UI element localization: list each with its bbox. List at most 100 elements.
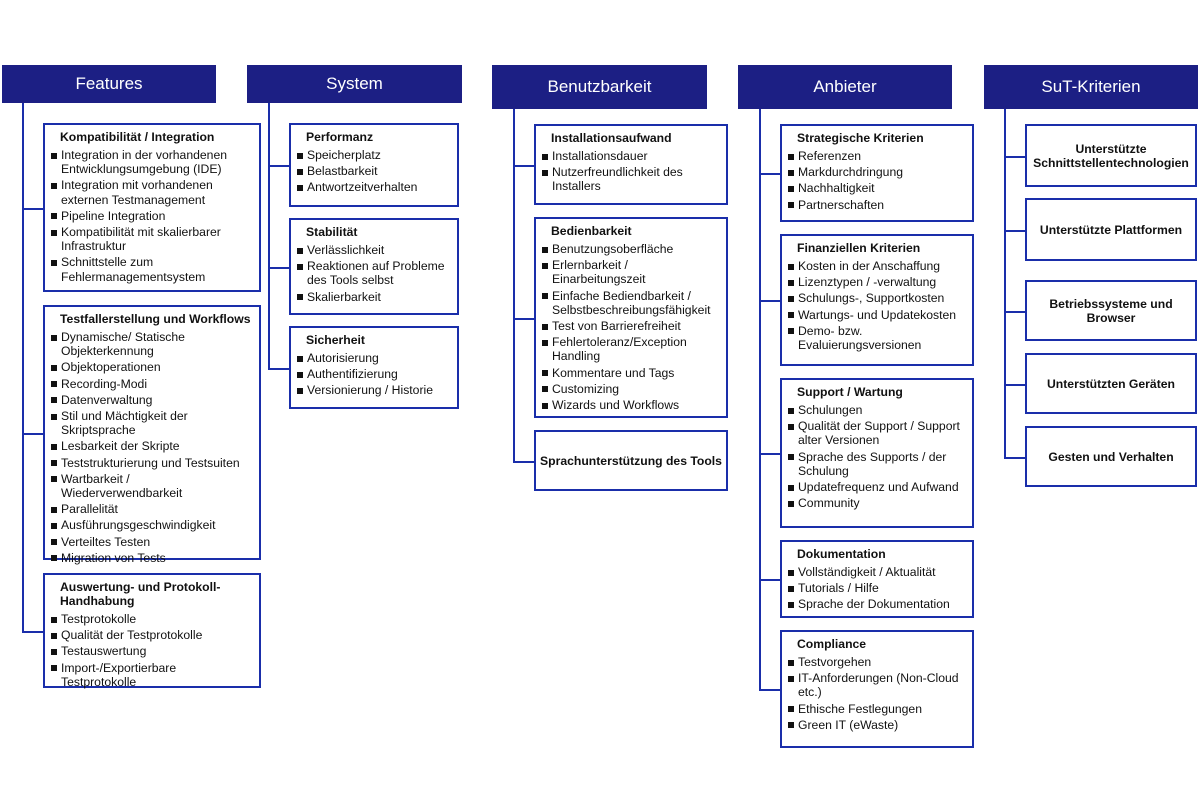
criteria-item: Dynamische/ Statische Objekterkennung xyxy=(51,330,253,358)
criteria-item: Versionierung / Historie xyxy=(297,383,451,397)
connector-trunk xyxy=(759,109,761,691)
criteria-box: Betriebssysteme und Browser xyxy=(1025,280,1197,341)
connector-branch xyxy=(1004,230,1025,232)
box-title: Support / Wartung xyxy=(797,385,903,399)
criteria-item: Objektoperationen xyxy=(51,360,253,374)
connector-trunk xyxy=(22,103,24,633)
criteria-item: Wizards und Workflows xyxy=(542,398,720,412)
criteria-item: Einfache Bediendbarkeit / Selbstbeschrei… xyxy=(542,289,720,317)
criteria-item: Wartungs- und Updatekosten xyxy=(788,308,966,322)
criteria-item: Test von Barrierefreiheit xyxy=(542,319,720,333)
connector-branch xyxy=(1004,156,1025,158)
criteria-item: Fehlertoleranz/Exception Handling xyxy=(542,335,720,363)
criteria-item: Lesbarkeit der Skripte xyxy=(51,439,253,453)
criteria-item: Erlernbarkeit / Einarbeitungszeit xyxy=(542,258,720,286)
connector-branch xyxy=(513,461,534,463)
criteria-item: Testauswertung xyxy=(51,644,253,658)
box-title: Gesten und Verhalten xyxy=(1048,449,1174,464)
connector-branch xyxy=(1004,311,1025,313)
criteria-item: Integration in der vorhandenen Entwicklu… xyxy=(51,148,253,176)
criteria-item: Kommentare und Tags xyxy=(542,366,720,380)
criteria-item: Customizing xyxy=(542,382,720,396)
criteria-box: Unterstützten Geräten xyxy=(1025,353,1197,414)
criteria-item: Qualität der Support / Support alter Ver… xyxy=(788,419,966,447)
column-header-0: Features xyxy=(2,65,216,103)
criteria-item: Testprotokolle xyxy=(51,612,253,626)
criteria-item: Import-/Exportierbare Testprotokolle xyxy=(51,661,253,689)
criteria-item: Markdurchdringung xyxy=(788,165,966,179)
criteria-item: Demo- bzw. Evaluierungsversionen xyxy=(788,324,966,352)
criteria-item: Kompatibilität mit skalierbarer Infrastr… xyxy=(51,225,253,253)
box-title: Stabilität xyxy=(306,225,358,239)
box-title: Kompatibilität / Integration xyxy=(60,130,215,144)
criteria-item: Integration mit vorhandenen externen Tes… xyxy=(51,178,253,207)
criteria-item: Green IT (eWaste) xyxy=(788,718,966,732)
connector-branch xyxy=(513,318,534,320)
criteria-item: Sprache der Dokumentation xyxy=(788,597,966,611)
connector-branch xyxy=(268,165,289,167)
criteria-item: Qualität der Testprotokolle xyxy=(51,628,253,642)
box-title: Unterstützte Plattformen xyxy=(1039,222,1183,237)
criteria-item: Datenverwaltung xyxy=(51,393,253,407)
column-header-3: Anbieter xyxy=(738,65,952,109)
box-title: Bedienbarkeit xyxy=(551,224,632,238)
criteria-item: Ausführungsgeschwindigkeit xyxy=(51,518,253,532)
connector-branch xyxy=(759,173,780,175)
criteria-item: Authentifizierung xyxy=(297,367,451,381)
box-title: Performanz xyxy=(306,130,374,144)
connector-branch xyxy=(22,208,43,210)
box-title: Auswertung- und Protokoll-Handhabung xyxy=(60,580,221,608)
connector-branch xyxy=(759,579,780,581)
column-header-1: System xyxy=(247,65,462,103)
criteria-box: Unterstützte Schnittstellentechnologien xyxy=(1025,124,1197,187)
box-title: Unterstützte Schnittstellentechnologien xyxy=(1033,141,1189,170)
criteria-item: Migration von Tests xyxy=(51,551,253,565)
column-header-2: Benutzbarkeit xyxy=(492,65,707,109)
connector-trunk xyxy=(268,103,270,370)
criteria-item: Antwortzeitverhalten xyxy=(297,180,451,194)
criteria-item: Benutzungsoberfläche xyxy=(542,242,720,256)
connector-branch xyxy=(268,368,289,370)
connector-trunk xyxy=(513,109,515,463)
connector-trunk xyxy=(1004,109,1006,459)
criteria-item: Nachhaltigkeit xyxy=(788,181,966,195)
criteria-item: Lizenztypen / -verwaltung xyxy=(788,275,966,289)
criteria-item: Updatefrequenz und Aufwand xyxy=(788,480,966,494)
criteria-item: Referenzen xyxy=(788,149,966,163)
box-title: Testfallerstellung und Workflows xyxy=(60,312,251,326)
criteria-item: Schulungs-, Supportkosten xyxy=(788,291,966,305)
criteria-item: Nutzerfreundlichkeit des Installers xyxy=(542,165,720,193)
box-title: Compliance xyxy=(797,637,867,651)
box-title: Unterstützten Geräten xyxy=(1047,376,1175,391)
criteria-item: Vollständigkeit / Aktualität xyxy=(788,565,966,579)
criteria-item: Schulungen xyxy=(788,403,966,417)
criteria-item: Parallelität xyxy=(51,502,253,516)
criteria-item: Speicherplatz xyxy=(297,148,451,162)
criteria-list: Integration in der vorhandenen Entwicklu… xyxy=(51,148,253,284)
connector-branch xyxy=(1004,384,1025,386)
box-title: Strategische Kriterien xyxy=(797,131,924,145)
box-title: Dokumentation xyxy=(797,547,886,561)
criteria-item: Community xyxy=(788,496,966,510)
connector-branch xyxy=(22,433,43,435)
criteria-item: Sprache des Supports / der Schulung xyxy=(788,450,966,478)
criteria-item: Pipeline Integration xyxy=(51,209,253,223)
criteria-item: Kosten in der Anschaffung xyxy=(788,259,966,273)
connector-branch xyxy=(1004,457,1025,459)
box-title: Betriebssysteme und Browser xyxy=(1049,296,1173,325)
